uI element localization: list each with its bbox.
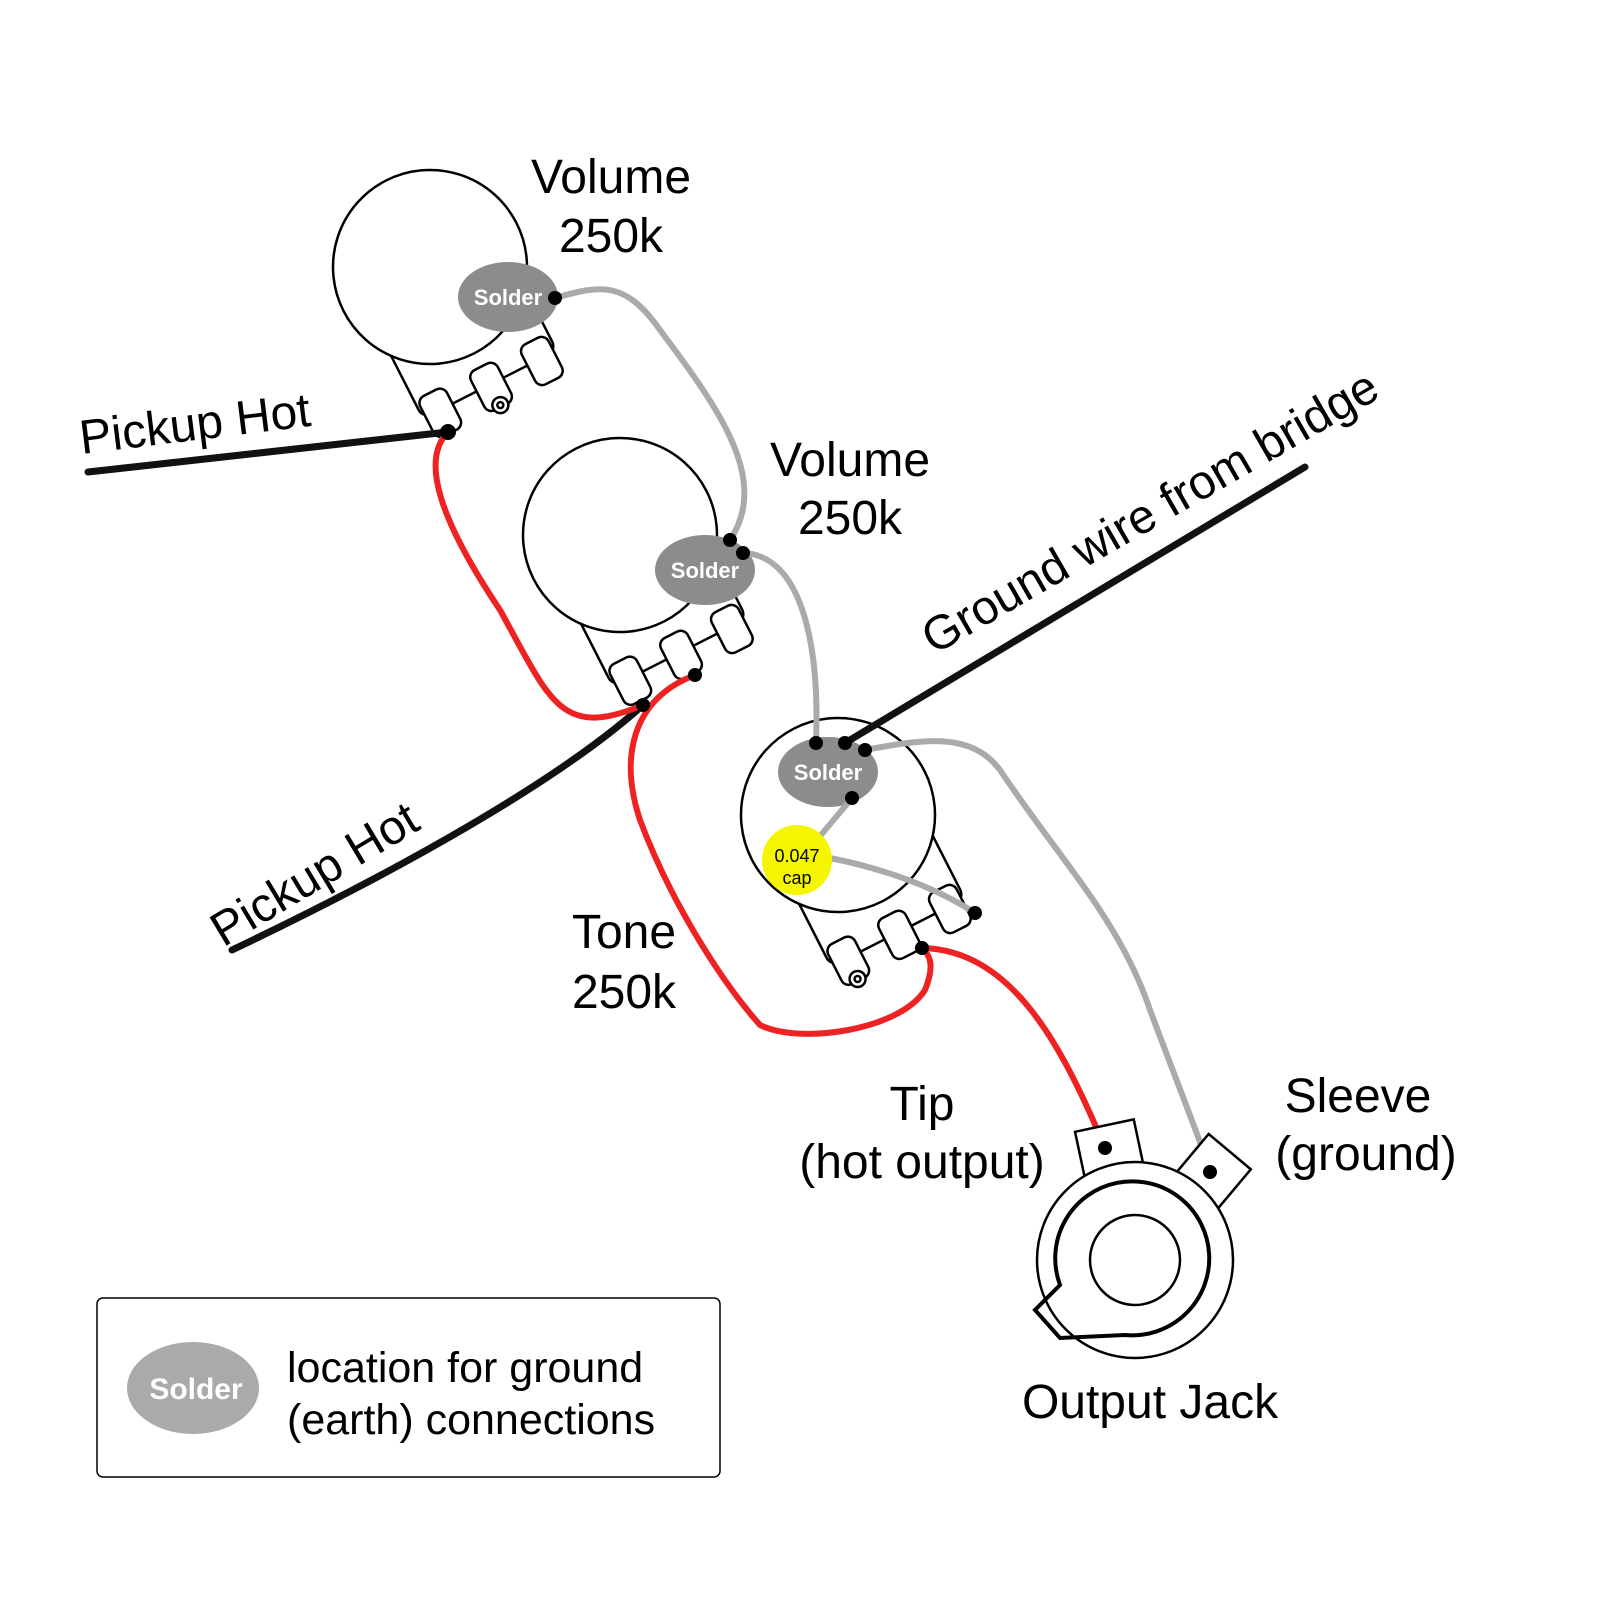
red-wire-tone-tip: [919, 945, 1108, 1151]
solder-points: [440, 291, 1217, 1179]
output-jack: [1032, 1117, 1253, 1360]
tone-pot-value: 250k: [572, 966, 677, 1019]
output-jack-label: Output Jack: [1022, 1376, 1279, 1429]
tip-desc: (hot output): [799, 1136, 1044, 1189]
sleeve-desc: (ground): [1275, 1128, 1456, 1181]
pickup-hot-wire-1: [84, 428, 452, 476]
gray-wire-tone-sleeve: [862, 738, 1213, 1173]
solder-pad: [458, 262, 558, 332]
tip-label: Tip: [890, 1078, 955, 1131]
gray-wire-vol2-tone: [740, 550, 820, 746]
pot-2-name: Volume: [770, 434, 930, 487]
legend-solder-pad: [127, 1342, 259, 1434]
solder-label: Solder: [671, 558, 740, 583]
pot-1-value: 250k: [559, 210, 664, 263]
solder-pad: [655, 535, 755, 605]
legend-line-2: (earth) connections: [287, 1396, 655, 1444]
red-wire-vol1-vol2: [432, 429, 646, 721]
pickup-hot-label-2: Pickup Hot: [202, 792, 428, 957]
ground-wire-label: Ground wire from bridge: [913, 360, 1388, 665]
ground-wire-from-bridge: [841, 463, 1309, 747]
legend: Solder location for ground (earth) conne…: [96, 1297, 721, 1478]
solder-label: Solder: [794, 760, 863, 785]
gray-wire-cap-lug: [827, 855, 978, 916]
wires: [84, 286, 1309, 1173]
gray-wire-vol1-vol2: [552, 286, 748, 543]
legend-line-1: location for ground: [287, 1344, 643, 1392]
capacitor-unit: cap: [782, 868, 811, 888]
solder-pad: [778, 737, 878, 807]
pot-1-name: Volume: [531, 151, 691, 204]
solder-label: Solder: [474, 285, 543, 310]
pickup-hot-wire-2: [228, 701, 647, 954]
red-wire-vol2-tone: [627, 672, 934, 1037]
pot-2-value: 250k: [798, 492, 903, 545]
capacitor: [762, 825, 832, 895]
legend-solder-label: Solder: [149, 1373, 243, 1406]
tone-pot-name: Tone: [572, 906, 676, 959]
sleeve-label: Sleeve: [1285, 1070, 1432, 1123]
capacitor-value: 0.047: [774, 846, 819, 866]
